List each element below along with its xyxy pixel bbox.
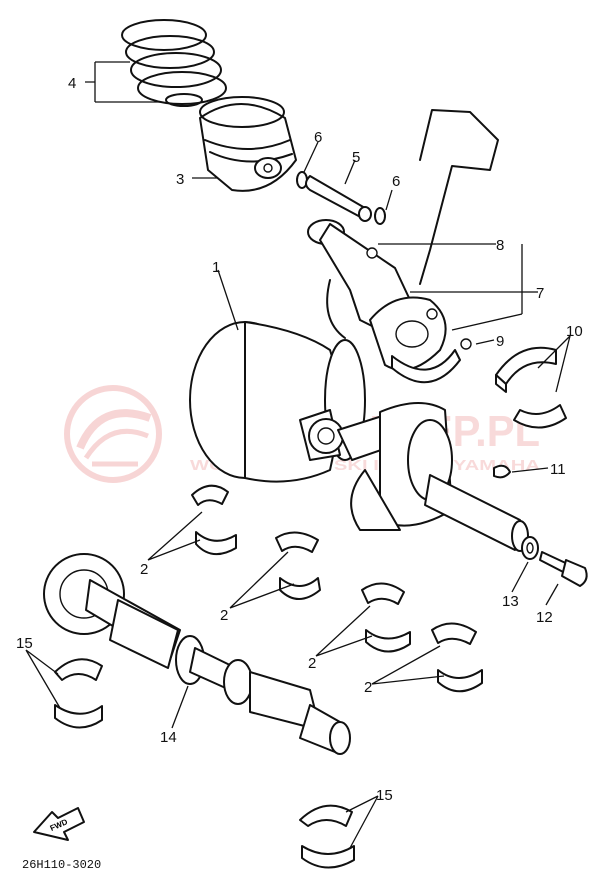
callout-3: 3 bbox=[176, 171, 184, 188]
callout-2b: 2 bbox=[220, 607, 228, 624]
callout-8: 8 bbox=[496, 237, 504, 254]
callout-7: 7 bbox=[536, 285, 544, 302]
watermark-logo bbox=[64, 385, 162, 483]
callout-2d: 2 bbox=[364, 679, 372, 696]
diagram-code: 26H110-3020 bbox=[22, 858, 101, 872]
callout-2c: 2 bbox=[308, 655, 316, 672]
washer bbox=[521, 536, 539, 560]
callout-6b: 6 bbox=[392, 173, 400, 190]
piston bbox=[199, 96, 297, 192]
fwd-arrow: FWD bbox=[33, 807, 85, 841]
circlip-right bbox=[374, 207, 386, 225]
shaft-bearing-2 bbox=[299, 804, 355, 869]
output-shaft bbox=[43, 553, 351, 755]
callout-15a: 15 bbox=[16, 635, 33, 652]
crank-bolt bbox=[539, 551, 588, 587]
callout-1: 1 bbox=[212, 259, 220, 276]
big-end-bearings bbox=[495, 346, 567, 429]
main-bearing-3 bbox=[361, 582, 411, 653]
main-bearing-upper-1 bbox=[191, 484, 237, 555]
callout-9: 9 bbox=[496, 333, 504, 350]
callout-12: 12 bbox=[536, 609, 553, 626]
callout-11: 11 bbox=[550, 461, 566, 478]
connecting-rod bbox=[307, 109, 499, 384]
callout-2a: 2 bbox=[140, 561, 148, 578]
callout-6a: 6 bbox=[314, 129, 322, 146]
callout-10: 10 bbox=[566, 323, 583, 340]
crank-gear bbox=[308, 418, 344, 454]
woodruff-key bbox=[493, 464, 511, 479]
callout-15b: 15 bbox=[376, 787, 393, 804]
rod-nut bbox=[460, 338, 472, 350]
main-bearing-4 bbox=[431, 622, 483, 693]
callout-13: 13 bbox=[502, 593, 519, 610]
piston-rings bbox=[121, 19, 227, 107]
callouts: 1 2 2 2 2 3 4 5 6 6 7 8 9 10 11 12 13 14… bbox=[16, 75, 583, 804]
piston-pin-assembly bbox=[296, 171, 386, 225]
shaft-bearing-1 bbox=[54, 658, 103, 729]
main-bearing-2 bbox=[275, 531, 321, 600]
leader-lines bbox=[25, 61, 571, 849]
arrow-left-icon bbox=[33, 807, 85, 841]
callout-14: 14 bbox=[160, 729, 177, 746]
callout-4: 4 bbox=[68, 75, 76, 92]
crankshaft bbox=[189, 321, 529, 552]
callout-5: 5 bbox=[352, 149, 360, 166]
